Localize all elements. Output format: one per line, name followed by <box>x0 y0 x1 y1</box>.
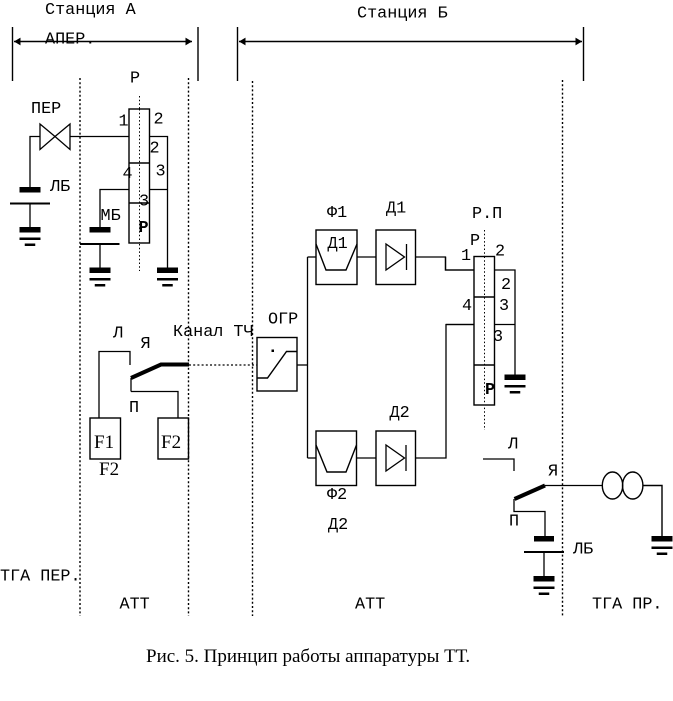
svg-text:Р: Р <box>470 232 480 251</box>
svg-text:Л: Л <box>112 325 123 344</box>
svg-text:Л: Л <box>507 436 518 455</box>
svg-text:МБ: МБ <box>101 207 121 226</box>
svg-text:3: 3 <box>139 193 149 212</box>
svg-text:Канал ТЧ: Канал ТЧ <box>173 323 254 342</box>
svg-text:АТТ: АТТ <box>355 596 385 615</box>
svg-text:Я: Я <box>548 463 558 482</box>
svg-text:F1: F1 <box>94 432 114 453</box>
svg-text:Р: Р <box>485 381 495 400</box>
svg-text:4: 4 <box>462 297 472 316</box>
svg-text:ОГР: ОГР <box>268 311 298 330</box>
svg-text:Д2: Д2 <box>328 516 348 535</box>
svg-text:Д1: Д1 <box>328 235 348 254</box>
svg-text:F2: F2 <box>161 432 181 453</box>
svg-text:Ф1: Ф1 <box>327 204 347 223</box>
svg-text:ТГА ПР.: ТГА ПР. <box>592 596 663 615</box>
svg-text:ПЕР: ПЕР <box>31 100 61 119</box>
svg-text:2: 2 <box>501 276 511 295</box>
svg-text:Рис. 5. Принцип работы аппарат: Рис. 5. Принцип работы аппаратуры ТТ. <box>146 646 470 667</box>
svg-text:2: 2 <box>154 111 164 130</box>
svg-text:АТТ: АТТ <box>120 596 150 615</box>
svg-text:П: П <box>129 399 139 418</box>
svg-text:Станция Б: Станция Б <box>357 5 448 24</box>
svg-text:F2: F2 <box>99 459 119 480</box>
svg-text:Р.П: Р.П <box>472 205 502 224</box>
svg-text:Станция А: Станция А <box>45 1 137 20</box>
svg-text:Я: Я <box>141 335 151 354</box>
svg-text:3: 3 <box>493 328 503 347</box>
svg-text:1: 1 <box>461 247 471 266</box>
svg-text:АПЕР.: АПЕР. <box>45 31 95 50</box>
svg-text:Р: Р <box>130 70 140 89</box>
svg-text:1: 1 <box>119 113 129 132</box>
svg-text:2: 2 <box>495 243 505 262</box>
svg-text:3: 3 <box>499 297 509 316</box>
svg-text:П: П <box>509 513 519 532</box>
svg-text:2: 2 <box>150 140 160 159</box>
svg-text:ТГА ПЕР.: ТГА ПЕР. <box>0 568 81 587</box>
svg-text:Д1: Д1 <box>386 200 406 219</box>
svg-text:ЛБ: ЛБ <box>49 178 70 197</box>
svg-text:Ф2: Ф2 <box>327 486 347 505</box>
svg-text:ЛБ: ЛБ <box>572 541 593 560</box>
svg-text:Р: Р <box>139 219 149 238</box>
svg-text:Д2: Д2 <box>390 404 410 423</box>
svg-text:3: 3 <box>156 163 166 182</box>
svg-text:4: 4 <box>123 165 133 184</box>
